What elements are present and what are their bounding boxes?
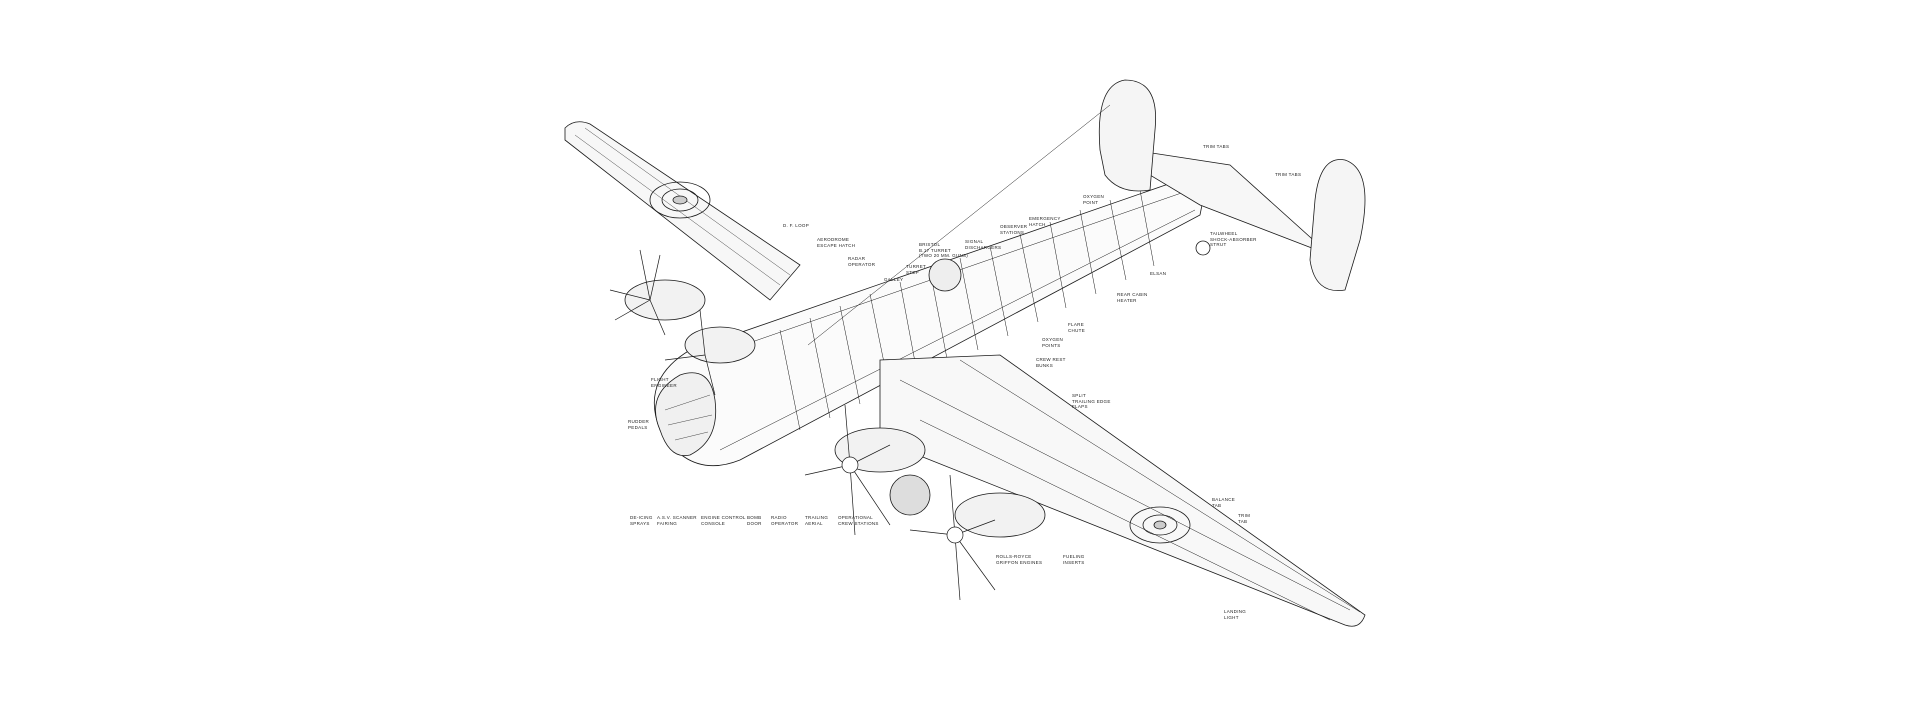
label-engine-control-console: ENGINE CONTROL CONSOLE [701,515,746,526]
label-bristol-turret: BRISTOL B.17 TURRET (TWO 20 mm. GUNS) [919,242,969,258]
label-rudder-pedals: RUDDER PEDALS [628,419,650,430]
label-elsan: ELSAN [1150,271,1167,276]
label-trim-tabs-2: TRIM TABS [1275,172,1302,177]
starboard-wing [879,354,1366,627]
label-galley: GALLEY [884,277,904,282]
label-balance-tab: BALANCE TAB [1212,497,1236,508]
label-observer-stations: OBSERVER STATIONS [1000,224,1028,235]
label-operational-crew-stations: OPERATIONAL CREW STATIONS [838,515,879,526]
port-wing [564,121,801,301]
label-asv-scanner-fairing: A.S.V. SCANNER FAIRING [657,515,697,526]
label-radar-operator: RADAR OPERATOR [848,256,876,267]
label-turret-step: TURRET STEP [906,264,927,275]
label-landing-light: LANDING LIGHT [1224,609,1247,620]
label-df-loop: D. F. LOOP [783,223,810,228]
label-rolls-royce-griffon-engines: ROLLS-ROYCE GRIFFON ENGINES [996,554,1043,565]
propellers [609,249,996,601]
label-fueling-inserts: FUELING INSERTS [1063,554,1085,565]
label-tailwheel-strut: TAILWHEEL SHOCK-ABSORBER STRUT [1210,231,1257,247]
label-oxygen-point: OXYGEN POINT [1083,194,1105,205]
label-trailing-aerial: TRAILING AERIAL [805,515,829,526]
label-radio-operator: RADIO OPERATOR [771,515,799,526]
label-emergency-hatch: EMERGENCY HATCH [1029,216,1061,227]
tail-assembly [1098,79,1366,292]
label-crew-rest-bunks: CREW REST BUNKS [1036,357,1066,368]
fuselage [653,178,1206,467]
label-flight-engineer: FLIGHT ENGINEER [651,377,677,388]
label-deicing-sprays: DE-ICING SPRAYS [630,515,653,526]
label-flare-chute: FLARE CHUTE [1068,322,1085,333]
label-bomb-door: BOMB DOOR [747,515,762,526]
label-rear-cabin-heater: REAR CABIN HEATER [1117,292,1148,303]
label-trim-tab: TRIM TAB [1238,513,1251,524]
label-aerodrome-escape-hatch: AERODROME ESCAPE HATCH [817,237,856,248]
label-split-trailing-edge-flaps: SPLIT TRAILING EDGE FLAPS [1072,393,1111,409]
label-trim-tabs-1: TRIM TABS [1203,144,1230,149]
label-oxygen-points: OXYGEN POINTS [1042,337,1064,348]
label-signal-dischargers: SIGNAL DISCHARGERS [965,239,1002,250]
aerial-wire [807,104,1111,346]
